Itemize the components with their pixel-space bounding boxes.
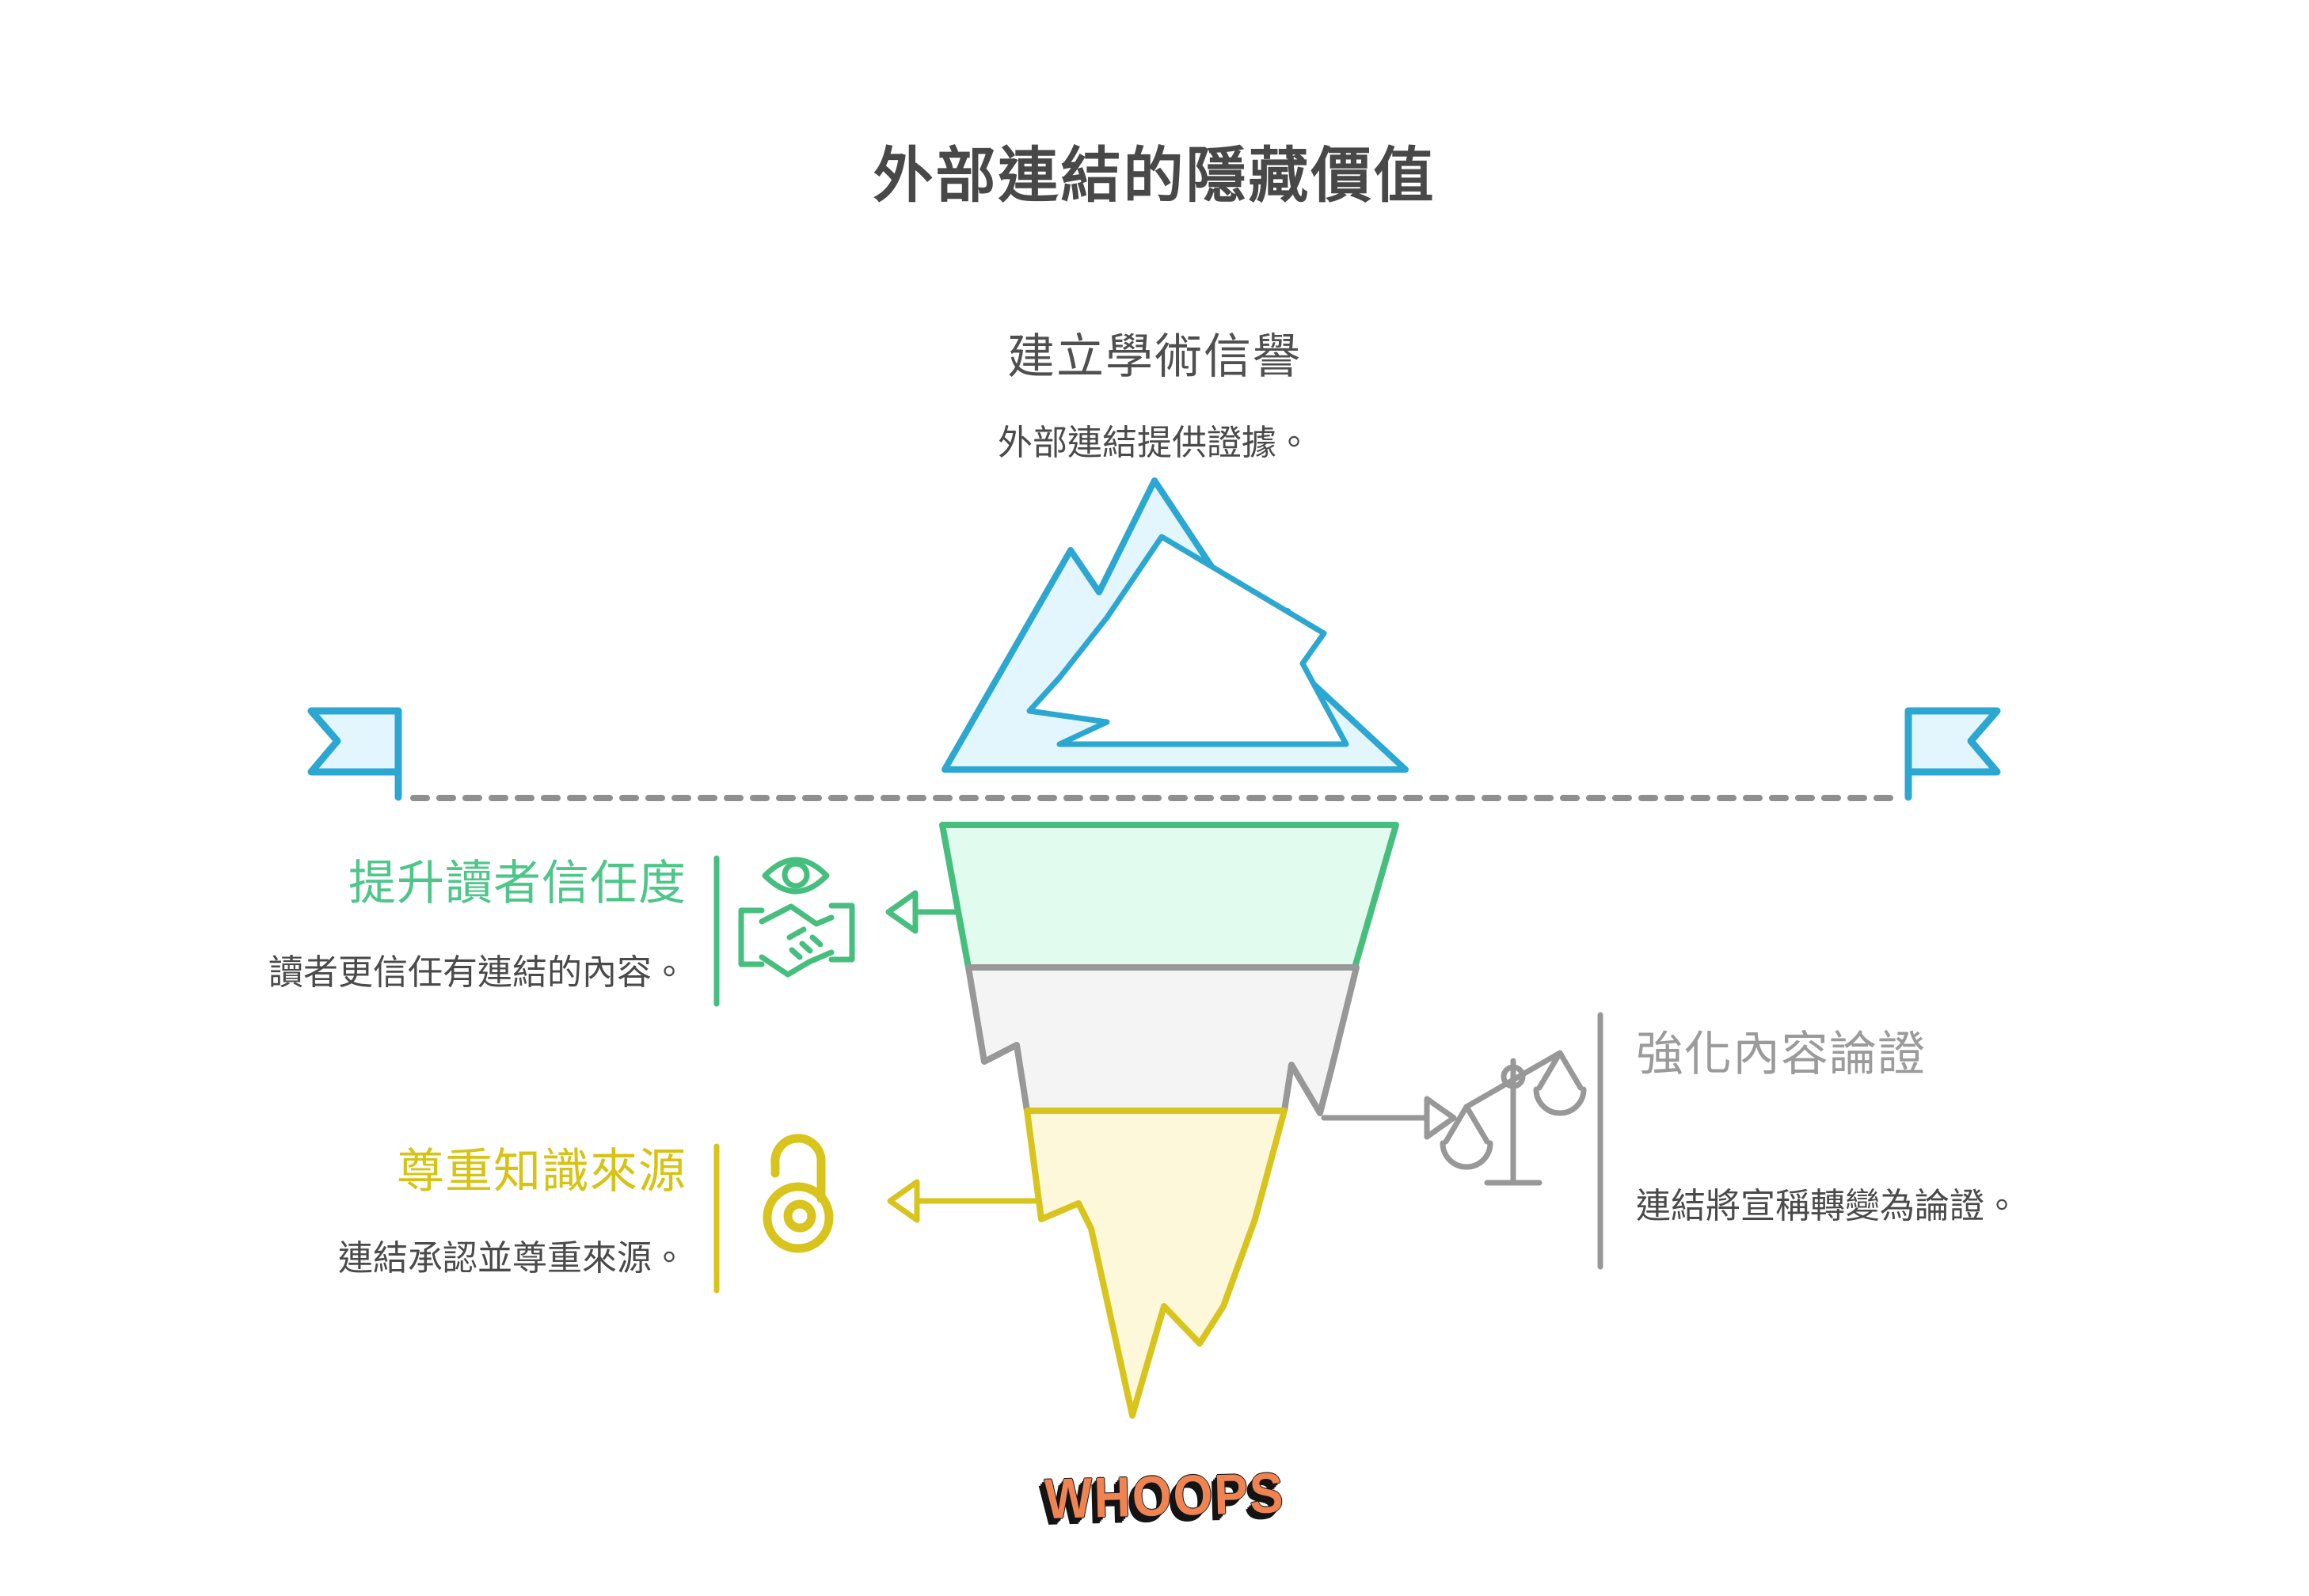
argument-tier-description: 連結將宣稱轉變為論證。: [1636, 1187, 2019, 1226]
surface-tier-description: 外部連結提供證據。: [998, 424, 1311, 462]
sources-arrow: [887, 1179, 1040, 1223]
trust-tier-heading: 提升讀者信任度: [348, 857, 687, 910]
tier-sources-shape: [1024, 1108, 1288, 1419]
trust-arrow: [885, 890, 961, 934]
left-flag-icon: [307, 707, 402, 801]
balance-scale-icon: [1440, 1050, 1587, 1186]
trust-tier-description: 讀者更信任有連結的內容。: [268, 953, 687, 992]
surface-tier-heading: 建立學術信譽: [1007, 330, 1302, 383]
tier-trust-shape: [939, 822, 1399, 971]
open-lock-icon: [763, 1134, 834, 1253]
iceberg-peak-shape: [941, 477, 1409, 773]
sources-tier-heading: 尊重知識來源: [397, 1145, 687, 1198]
whoops-logo: WHOOPS: [1044, 1461, 1286, 1531]
argument-tier-heading: 強化內容論證: [1636, 1028, 1926, 1081]
right-flag-icon: [1904, 707, 2001, 801]
eye-handshake-icon: [738, 857, 855, 978]
page-title: 外部連結的隱藏價值: [873, 142, 1436, 210]
sources-tier-description: 連結承認並尊重來源。: [338, 1239, 687, 1278]
tier-argument-shape: [965, 964, 1360, 1116]
argument-arrow: [1321, 1096, 1457, 1140]
